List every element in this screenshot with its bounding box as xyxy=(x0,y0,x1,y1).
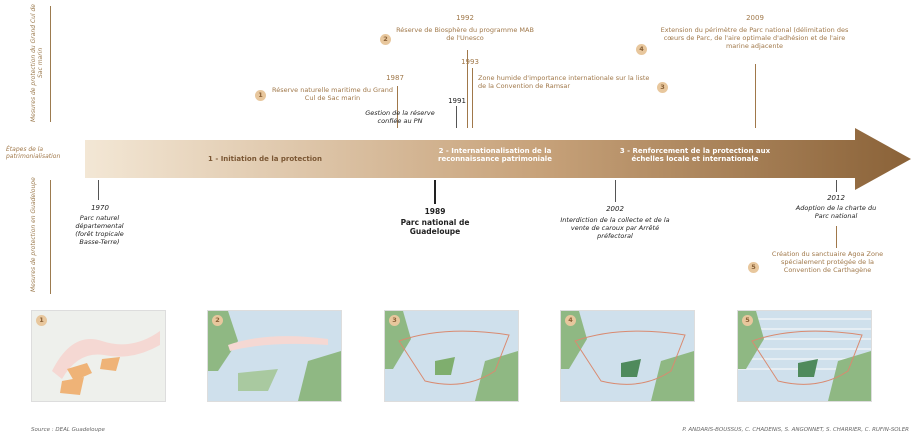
phase-3-label: 3 - Renforcement de la protection aux éc… xyxy=(619,147,771,163)
event-1992-text: Réserve de Biosphère du programme MAB de… xyxy=(396,26,534,42)
line-2002 xyxy=(615,180,616,202)
event-1993-text: Zone humide d'importance internationale … xyxy=(478,74,650,90)
line-1970 xyxy=(98,180,99,200)
event-2012-year: 2012 xyxy=(827,194,845,202)
map-4: 4 xyxy=(560,310,695,402)
line-1987 xyxy=(397,86,398,128)
event-1970-year: 1970 xyxy=(91,204,109,212)
event-1992-year: 1992 xyxy=(456,14,474,22)
badge-2: 2 xyxy=(380,34,391,45)
map-2-badge: 2 xyxy=(212,315,223,326)
line-1989 xyxy=(434,180,436,204)
event-2009-text: Extension du périmètre de Parc national … xyxy=(660,26,849,50)
event-2009-year: 2009 xyxy=(746,14,764,22)
line-2012 xyxy=(836,180,837,192)
map-1-badge: 1 xyxy=(36,315,47,326)
event-1991-year: 1991 xyxy=(448,97,466,105)
badge-5: 5 xyxy=(748,262,759,273)
line-1991 xyxy=(456,106,457,128)
event-1991-text: Gestion de la réserve confiée au PN xyxy=(365,109,435,125)
event-1987-text: Réserve naturelle maritime du Grand Cul … xyxy=(272,86,393,102)
event-1989-year: 1989 xyxy=(424,207,446,216)
map-2: 2 xyxy=(207,310,342,402)
event-1970-text: Parc naturel départemental (forêt tropic… xyxy=(75,214,124,246)
badge-1: 1 xyxy=(255,90,266,101)
map-5-badge: 5 xyxy=(742,315,753,326)
event-2002-year: 2002 xyxy=(606,205,624,213)
phase-2-label: 2 - Internationalisation de la reconnais… xyxy=(438,147,552,163)
side-label-bottom: Mesures de protection en Guadeloupe xyxy=(30,177,37,293)
line-1993 xyxy=(472,68,473,128)
map-4-badge: 4 xyxy=(565,315,576,326)
side-label-top: Mesures de protection du Grand Cul de Sa… xyxy=(30,4,44,122)
timeline-arrow xyxy=(85,128,911,190)
badge-4: 4 xyxy=(636,44,647,55)
authors-note: P. ANDARIS-BOUSSUS, C. CHADENIS, S. ANGO… xyxy=(682,427,909,433)
source-note: Source : DEAL Guadeloupe xyxy=(31,427,105,433)
map-3: 3 xyxy=(384,310,519,402)
line-1992 xyxy=(467,50,468,128)
line-event-5 xyxy=(836,226,837,248)
event-2012-text: Adoption de la charte du Parc national xyxy=(795,204,877,220)
badge-3: 3 xyxy=(657,82,668,93)
bracket-bottom xyxy=(50,180,51,294)
event-1987-year: 1987 xyxy=(386,74,404,82)
map-1: 1 xyxy=(31,310,166,402)
phase-1-label: 1 - Initiation de la protection xyxy=(208,155,322,163)
line-2009 xyxy=(755,64,756,128)
map-5: 5 xyxy=(737,310,872,402)
map-3-badge: 3 xyxy=(389,315,400,326)
event-1989-text: Parc national de Guadeloupe xyxy=(400,218,470,236)
bracket-top xyxy=(50,6,51,122)
event-2002-text: Interdiction de la collecte et de la ven… xyxy=(560,216,670,240)
side-label-middle: Étapes de la patrimonialisation xyxy=(6,146,61,160)
event-5-text: Création du sanctuaire Agoa Zone spécial… xyxy=(771,250,884,274)
event-1993-year: 1993 xyxy=(461,58,479,66)
